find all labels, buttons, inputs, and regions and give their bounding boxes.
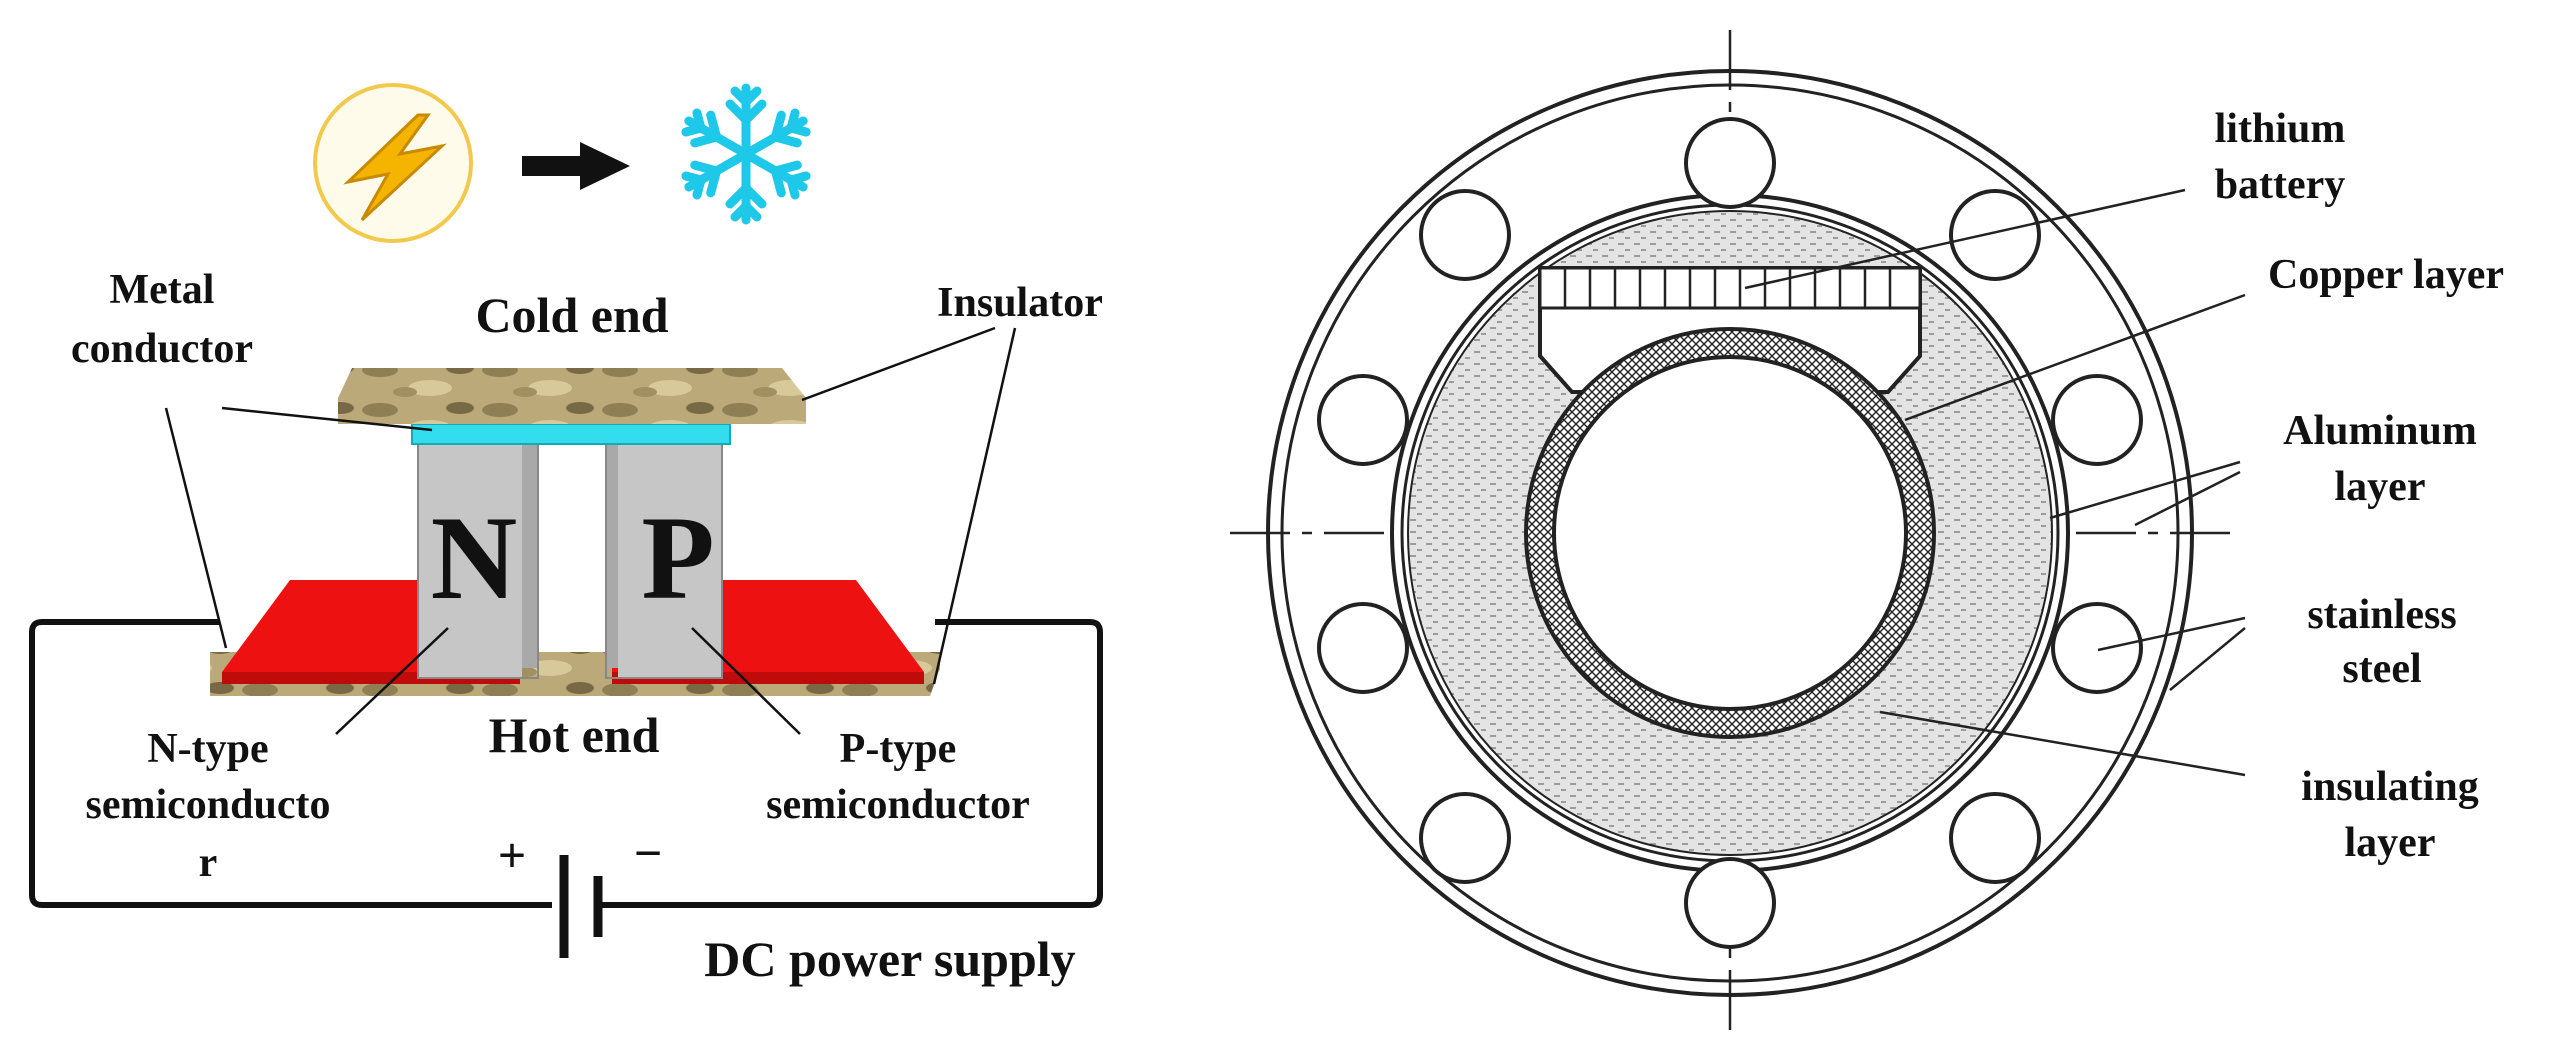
metal-conductor-label-line2: conductor: [71, 326, 253, 372]
aluminum-layer-label-line1: Aluminum: [2283, 408, 2477, 454]
minus-sign: −: [634, 825, 663, 881]
plus-sign: +: [498, 827, 527, 883]
lithium-battery-cells: [1538, 266, 1922, 310]
bolt-hole: [1684, 857, 1776, 949]
stainless-steel-inner-tube: [1552, 355, 1908, 711]
cross-section-diagram: lithium battery Copper layer Aluminum la…: [1230, 30, 2504, 1030]
thermoelectric-diagram: N P Cold end Hot end Metal conductor Ins…: [29, 83, 1103, 987]
bolt-hole: [2051, 374, 2143, 466]
p-type-label-line1: P-type: [840, 726, 957, 772]
p-letter: P: [641, 491, 714, 624]
stainless-steel-label-line1: stainless: [2307, 592, 2456, 638]
copper-layer-label: Copper layer: [2268, 252, 2504, 298]
n-type-label-line1: N-type: [147, 726, 268, 772]
bolt-hole: [1317, 602, 1409, 694]
stainless-steel-label-line2: steel: [2342, 646, 2421, 692]
lithium-battery-label-line1: lithium: [2215, 106, 2346, 152]
right-arrow-icon: [522, 142, 630, 190]
battery-symbol: [559, 855, 603, 958]
n-letter: N: [431, 491, 518, 624]
metal-conductor-label-line1: Metal: [110, 267, 215, 313]
snowflake-icon: [681, 83, 811, 220]
p-type-pillar: [605, 439, 723, 679]
bolt-hole: [1317, 374, 1409, 466]
left-leader-lines: [164, 326, 1017, 735]
insulator-label: Insulator: [937, 280, 1103, 326]
battery-cell-dividers: [1563, 268, 1892, 308]
bolt-hole: [1419, 189, 1511, 281]
top-insulator-plate: [338, 368, 806, 424]
bolt-hole: [1684, 117, 1776, 209]
n-type-label-line2: semiconducto: [86, 782, 331, 828]
n-type-label-line3: r: [199, 840, 218, 886]
hot-end-label: Hot end: [489, 707, 660, 763]
dc-power-supply-label: DC power supply: [704, 931, 1075, 987]
bolt-hole: [1949, 189, 2041, 281]
lithium-battery-label-line2: battery: [2215, 162, 2346, 208]
outer-flange-ring: [1266, 69, 2194, 997]
insulating-layer-label-line2: layer: [2345, 820, 2436, 866]
lightning-bolt-icon: [313, 83, 473, 243]
bolt-hole: [1949, 792, 2041, 884]
bolt-hole: [1419, 792, 1511, 884]
right-leader-lines: [1744, 188, 2246, 777]
dc-circuit-wire: [29, 619, 1103, 908]
bolt-holes: [1317, 117, 2143, 949]
bolt-hole: [2051, 602, 2143, 694]
outer-flange-inner-ring: [1280, 83, 2180, 983]
cyan-metal-conductor: [411, 423, 731, 445]
cold-end-label: Cold end: [475, 287, 668, 343]
insulating-layer-label-line1: insulating: [2301, 764, 2478, 810]
p-type-label-line2: semiconductor: [766, 782, 1030, 828]
aluminum-layer-label-line2: layer: [2335, 464, 2426, 510]
